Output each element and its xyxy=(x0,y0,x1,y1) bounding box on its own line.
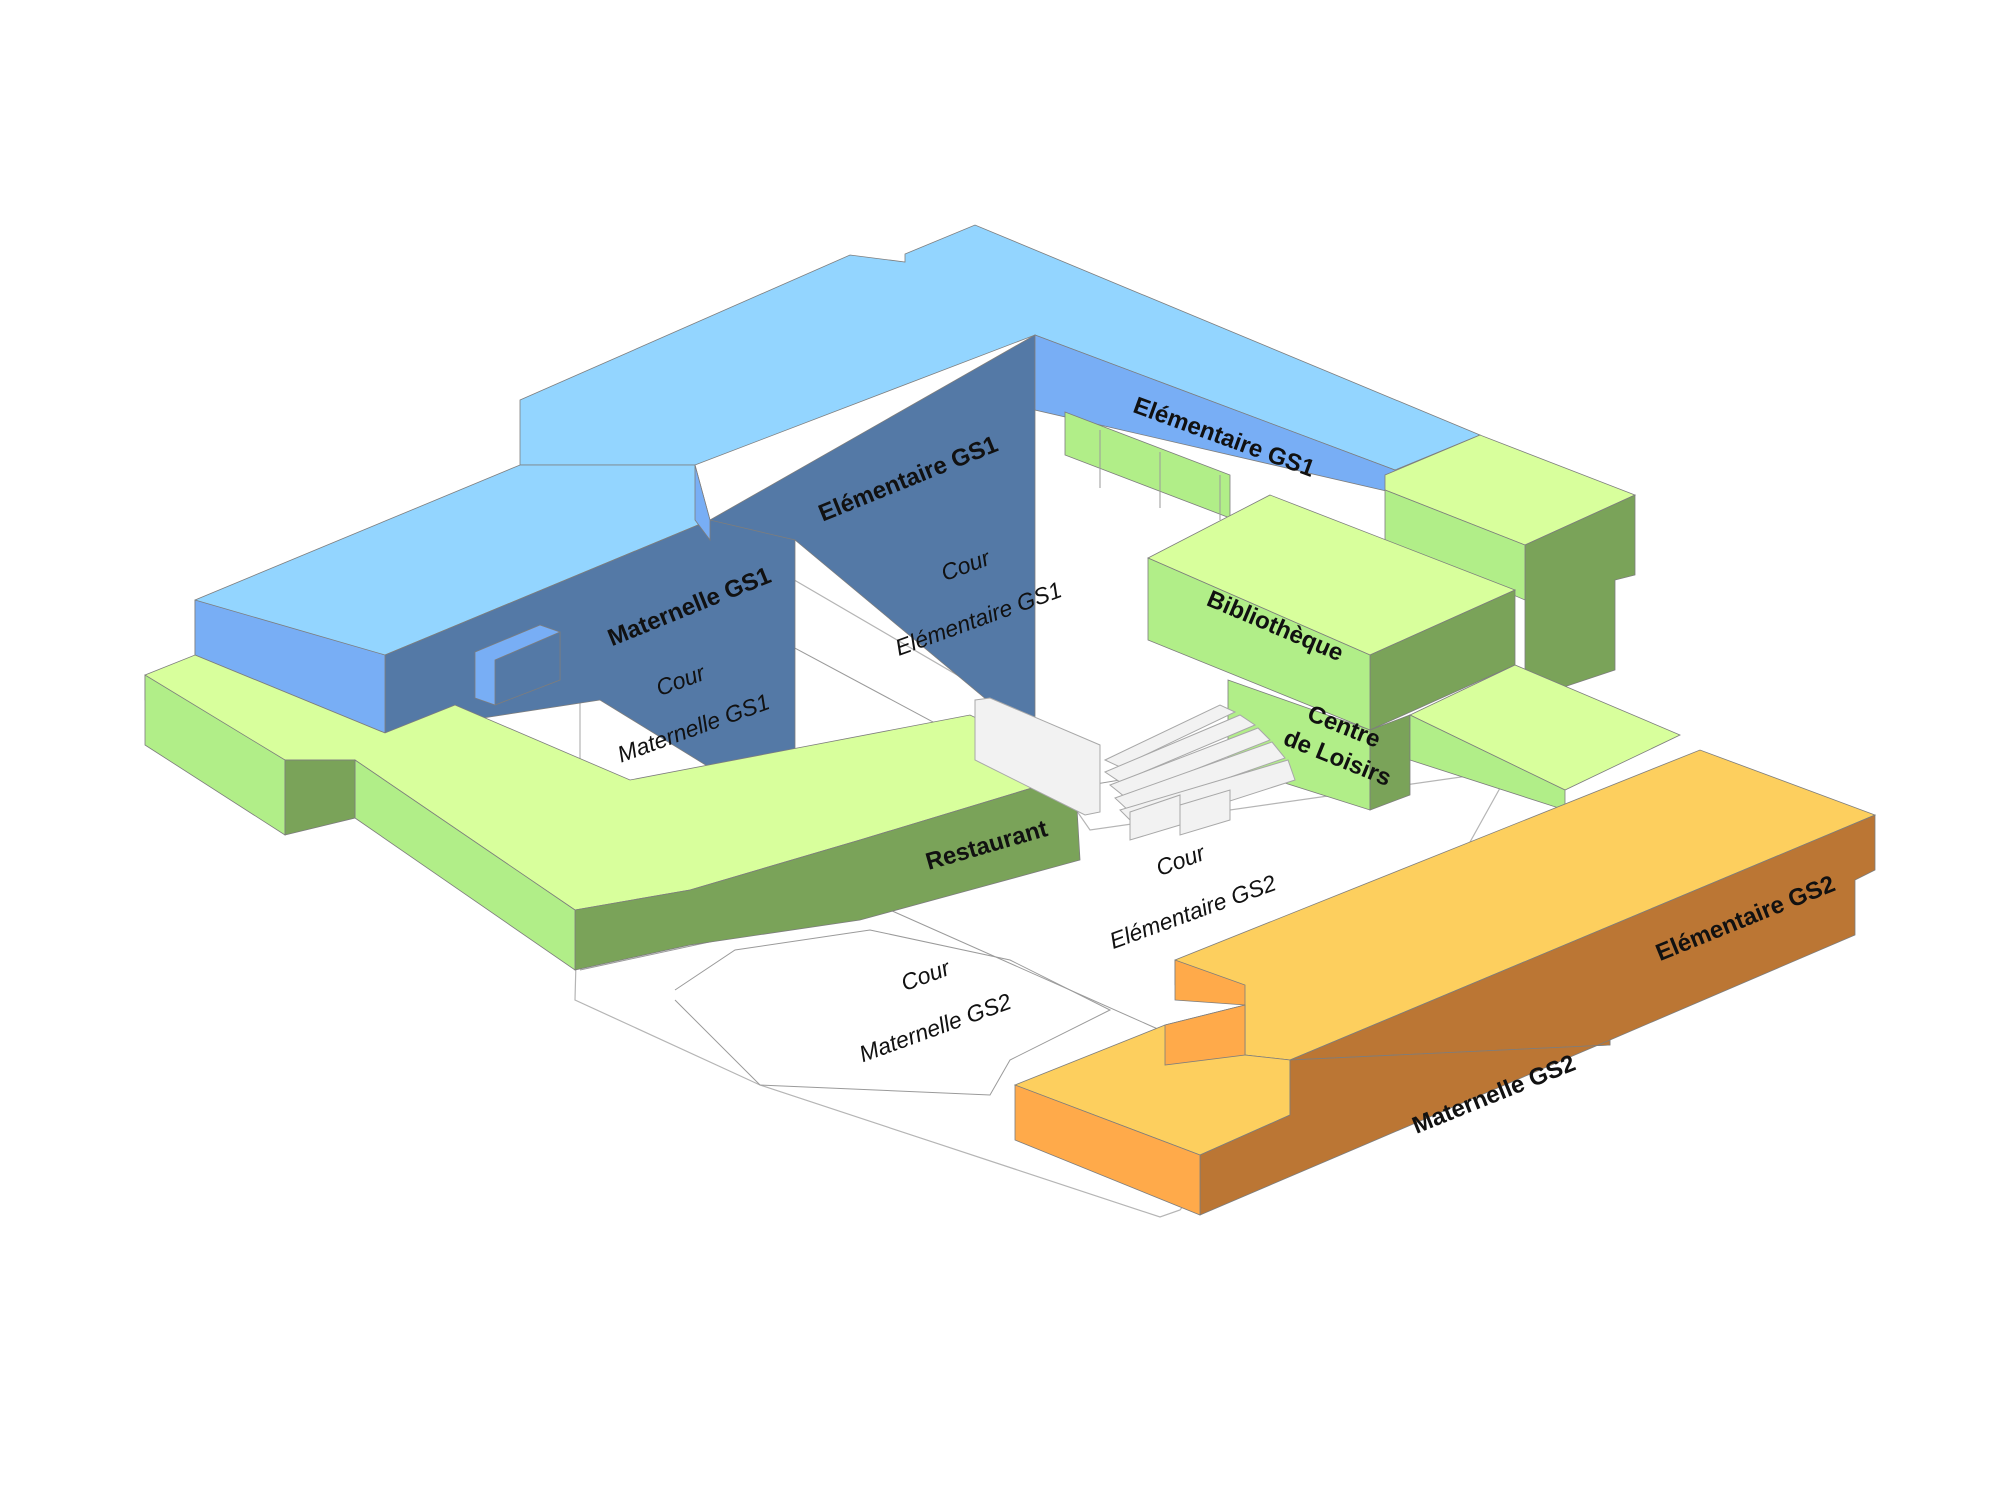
building-elementaire-maternelle-gs1 xyxy=(194,224,1482,821)
stair-step-2 xyxy=(1103,714,1257,783)
stair-step-3 xyxy=(1109,727,1271,798)
wall-maternelle-gs2-end xyxy=(1014,1084,1201,1216)
wall-restaurant-front xyxy=(574,774,1081,971)
building-annex-east xyxy=(1384,434,1637,701)
wall-maternelle-gs2-step xyxy=(1164,1004,1246,1066)
court-outline-maternelle-gs2 xyxy=(674,929,1112,1096)
wall-elementaire-gs1-step xyxy=(694,464,711,542)
stair-step-4 xyxy=(1114,741,1286,813)
building-restaurant xyxy=(144,654,1081,971)
stairs-gradins xyxy=(974,697,1296,841)
court-divider-gs2 xyxy=(889,909,1161,1031)
building-elementaire-maternelle-gs2 xyxy=(1013,749,1877,1216)
wall-restaurant-step xyxy=(284,759,356,836)
wall-annex-east-side xyxy=(1384,489,1526,601)
stair-step-1 xyxy=(1103,704,1237,768)
building-centre-loisirs xyxy=(1227,664,1681,811)
wall-centre-loisirs-front xyxy=(1369,714,1411,811)
porch-maternelle-gs1-front xyxy=(494,631,561,706)
stair-block-2 xyxy=(1179,789,1231,836)
stair-wall xyxy=(974,697,1101,816)
